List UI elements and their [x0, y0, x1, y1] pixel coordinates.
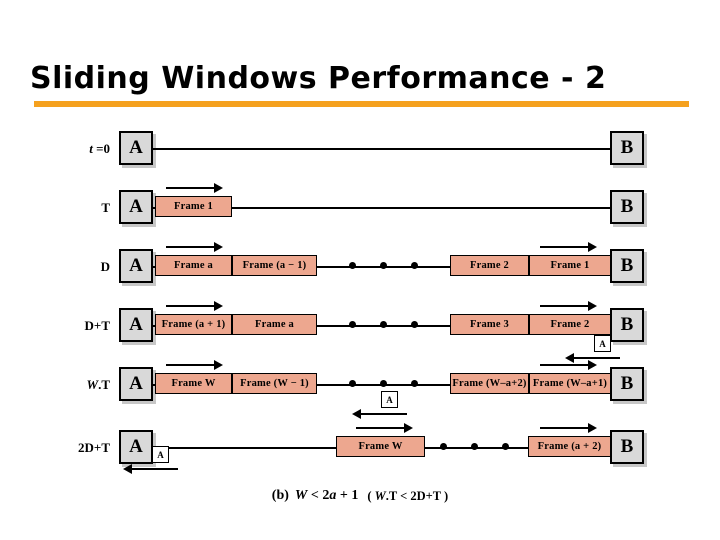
transmission-medium-line [152, 207, 612, 209]
row-time-label: t = 0 [89, 141, 110, 156]
sliding-window-diagram: t = 0 A B T A Frame 1 B D A Frame a Fram… [0, 125, 720, 525]
receiver-station-b: B [610, 308, 644, 342]
sender-station-a: A [119, 308, 153, 342]
receiver-station-b: B [610, 131, 644, 165]
caption-condition: W < 2a + 1 [294, 488, 359, 503]
ellipsis-dot [440, 443, 447, 450]
diagram-row-t: T A Frame 1 B [0, 183, 720, 243]
ack-block: A [152, 446, 169, 463]
caption-part-label: (b) [271, 488, 289, 503]
transmission-medium-line [152, 148, 612, 150]
row-time-label: D [100, 259, 110, 274]
frame-block: Frame (W–a+2) [450, 373, 529, 394]
frame-block: Frame (W − 1) [232, 373, 317, 394]
sender-station-a: A [119, 367, 153, 401]
figure-caption: (b) W < 2a + 1 ( W.T < 2D+T ) [0, 484, 720, 508]
ack-direction-arrow [565, 353, 620, 363]
ack-direction-arrow [123, 464, 178, 474]
row-time-label: 2D+T [78, 440, 110, 455]
frame-block: Frame W [155, 373, 232, 394]
forward-direction-arrow [540, 360, 597, 370]
diagram-row-wt: W.T A Frame W Frame (W − 1) A Frame (W–a… [0, 360, 720, 420]
frame-block: Frame (a + 1) [155, 314, 232, 335]
ellipsis-dot [380, 262, 387, 269]
diagram-row-d: D A Frame a Frame (a − 1) Frame 2 Frame … [0, 242, 720, 302]
diagram-row-dplust: D+T A Frame (a + 1) Frame a Frame 3 Fram… [0, 301, 720, 363]
title-underline-rule [34, 101, 689, 107]
frame-block: Frame W [336, 436, 425, 457]
diagram-row-t0: t = 0 A B [0, 125, 720, 184]
frame-block: Frame (W–a+1) [529, 373, 611, 394]
frame-block: Frame (a − 1) [232, 255, 317, 276]
ack-direction-arrow [352, 409, 407, 419]
receiver-station-b: B [610, 249, 644, 283]
ellipsis-dot [411, 321, 418, 328]
ellipsis-dot [411, 262, 418, 269]
frame-block: Frame 1 [529, 255, 611, 276]
forward-direction-arrow [540, 242, 597, 252]
forward-direction-arrow [166, 360, 223, 370]
sender-station-a: A [119, 430, 153, 464]
sender-station-a: A [119, 131, 153, 165]
forward-direction-arrow [166, 301, 223, 311]
frame-block: Frame 1 [155, 196, 232, 217]
ellipsis-dot [380, 380, 387, 387]
ellipsis-dot [349, 380, 356, 387]
ellipsis-dot [349, 321, 356, 328]
ellipsis-dot [471, 443, 478, 450]
ellipsis-dot [380, 321, 387, 328]
diagram-row-2dplust: 2D+T A A Frame W Frame (a + 2) B [0, 420, 720, 479]
ack-block: A [381, 391, 398, 408]
sender-station-a: A [119, 249, 153, 283]
ack-block: A [594, 335, 611, 352]
frame-block: Frame a [155, 255, 232, 276]
forward-direction-arrow [356, 423, 413, 433]
row-time-label: D+T [84, 318, 110, 333]
frame-block: Frame a [232, 314, 317, 335]
receiver-station-b: B [610, 430, 644, 464]
forward-direction-arrow [540, 423, 597, 433]
page-title: Sliding Windows Performance - 2 [30, 60, 607, 96]
forward-direction-arrow [166, 183, 223, 193]
frame-block: Frame (a + 2) [528, 436, 611, 457]
frame-block: Frame 2 [529, 314, 611, 335]
ellipsis-dot [411, 380, 418, 387]
forward-direction-arrow [540, 301, 597, 311]
frame-block: Frame 3 [450, 314, 529, 335]
caption-equivalent: ( W.T < 2D+T ) [367, 488, 449, 503]
receiver-station-b: B [610, 367, 644, 401]
sender-station-a: A [119, 190, 153, 224]
forward-direction-arrow [166, 242, 223, 252]
ellipsis-dot [502, 443, 509, 450]
ellipsis-dot [349, 262, 356, 269]
row-time-label: T [101, 200, 110, 215]
row-time-label: W.T [86, 377, 110, 392]
frame-block: Frame 2 [450, 255, 529, 276]
receiver-station-b: B [610, 190, 644, 224]
